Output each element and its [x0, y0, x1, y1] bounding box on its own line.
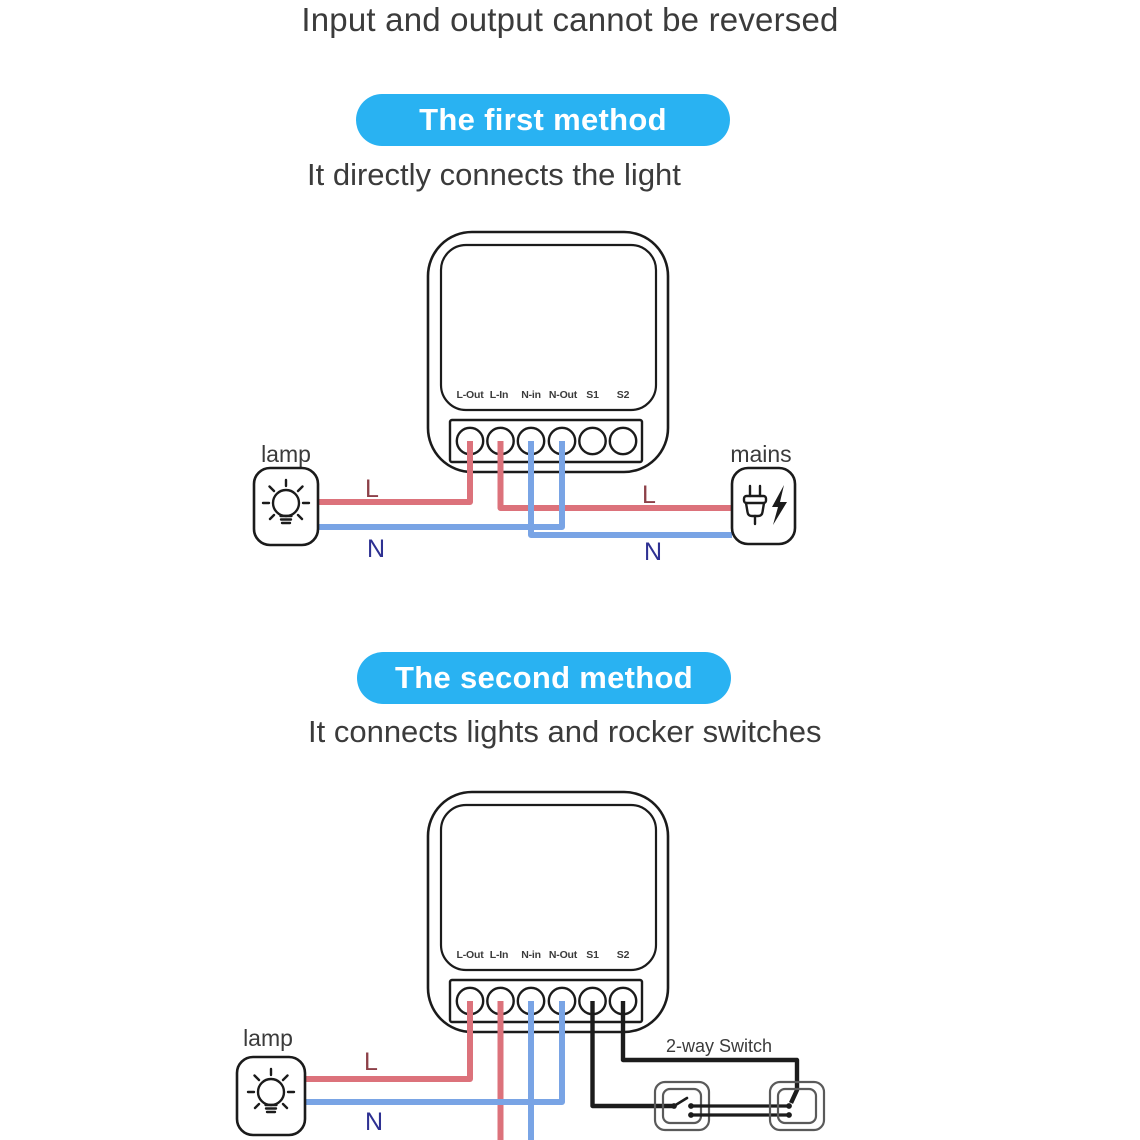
wire-neutral-in-from-mains [528, 441, 732, 538]
mains-neutral-label: N [644, 538, 662, 566]
method-2-diagram: L-Out L-In N-in N-Out S1 S2 lamp L N 2-w… [235, 790, 826, 1140]
mains-live-label: L [642, 481, 656, 509]
page-title: Input and output cannot be reversed [301, 1, 839, 38]
lamp-live-label: L [364, 1048, 378, 1076]
lamp: lamp [235, 1025, 307, 1137]
terminal-label-s1: S1 [586, 389, 599, 401]
wire-neutral-out-to-lamp [318, 441, 565, 530]
rocker-switch-right [768, 1080, 826, 1132]
terminal-label-s2: S2 [617, 389, 630, 401]
method-2-badge: The second method [357, 652, 731, 704]
lightning-icon [772, 485, 787, 525]
method-1-diagram: L-Out L-In N-in N-Out S1 S2 lamp mains [252, 230, 797, 566]
plug-icon [742, 484, 768, 526]
method-2-subtitle: It connects lights and rocker switches [308, 714, 822, 749]
method-1-subtitle: It directly connects the light [307, 157, 681, 192]
wire-s2-to-switch [620, 1001, 800, 1104]
terminal-label-n-in: N-in [521, 949, 541, 961]
terminal-label-s1: S1 [586, 949, 599, 961]
terminal-label-l-out: L-Out [457, 949, 485, 961]
terminal-label-l-in: L-In [490, 949, 508, 961]
lamp-neutral-label: N [365, 1108, 383, 1136]
wire-live-out-to-lamp [318, 441, 473, 505]
lamp-label: lamp [261, 441, 311, 467]
two-way-switch-label: 2-way Switch [666, 1036, 772, 1056]
lamp-label: lamp [243, 1025, 293, 1051]
mains-label: mains [730, 441, 791, 467]
mains: mains [730, 441, 797, 546]
terminal-label-l-in: L-In [490, 389, 508, 401]
smart-switch-device: L-Out L-In N-in N-Out S1 S2 [426, 230, 670, 474]
lamp-neutral-label: N [367, 535, 385, 563]
terminal-label-n-out: N-Out [549, 389, 578, 401]
method-1-badge: The first method [356, 94, 730, 146]
terminal-label-n-out: N-Out [549, 949, 578, 961]
lamp-live-label: L [365, 475, 379, 503]
wire-neutral-out-to-lamp [305, 1001, 565, 1105]
wire-s1-to-switch [590, 1001, 676, 1109]
terminal-label-l-out: L-Out [457, 389, 485, 401]
terminal-label-n-in: N-in [521, 389, 541, 401]
wire-live-out-to-lamp [305, 1001, 473, 1082]
lamp: lamp [252, 441, 320, 547]
smart-switch-device: L-Out L-In N-in N-Out S1 S2 [426, 790, 670, 1034]
wire-live-in-from-mains [497, 441, 732, 511]
terminal-label-s2: S2 [617, 949, 630, 961]
